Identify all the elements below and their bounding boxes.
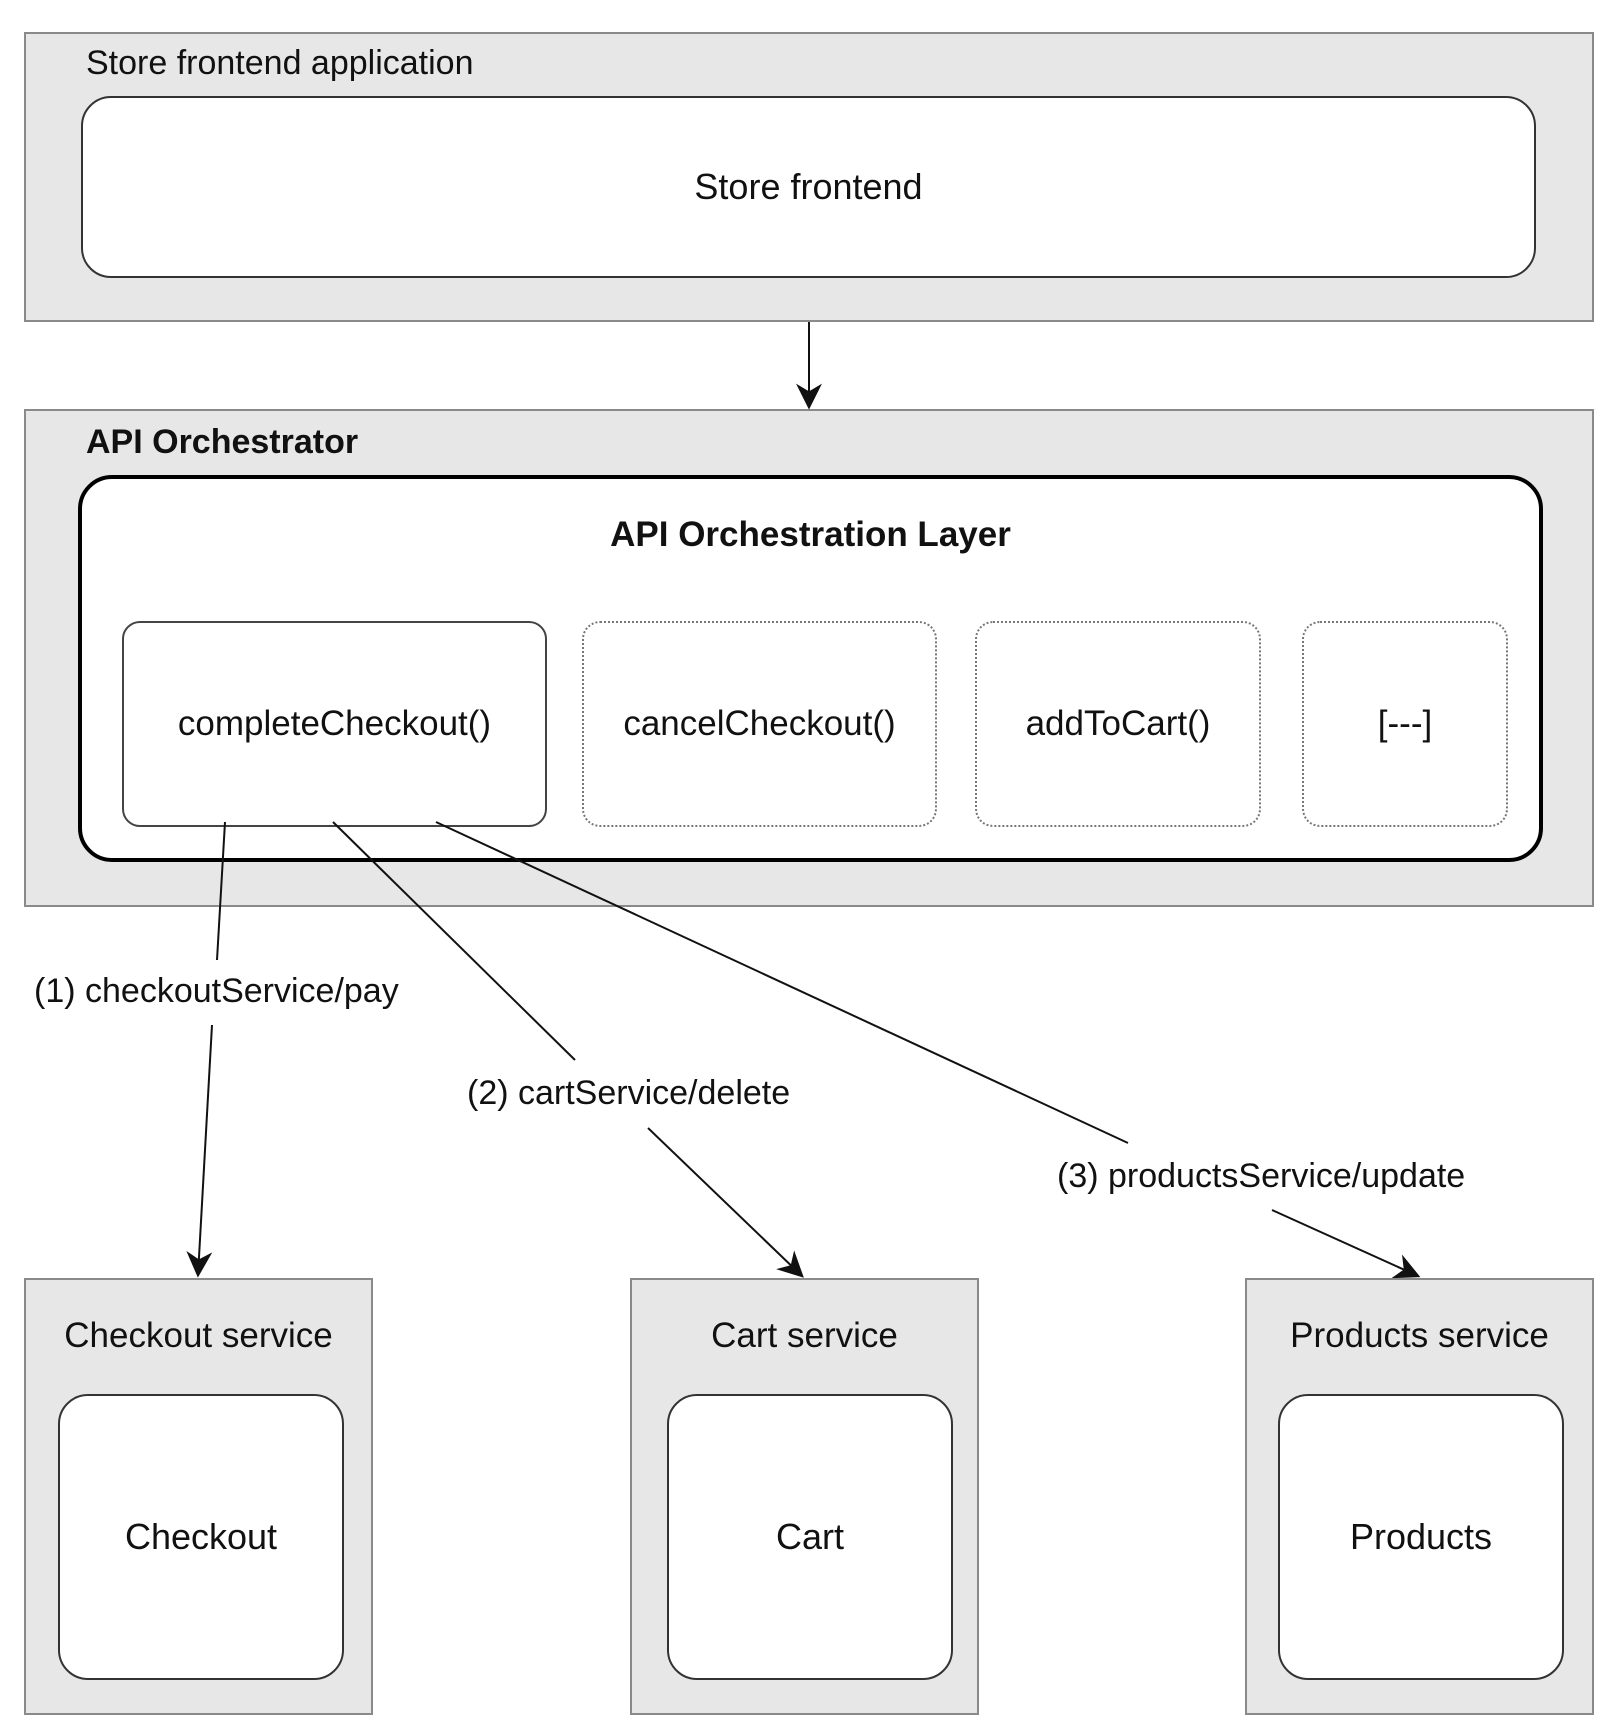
store-frontend-box: Store frontend: [81, 96, 1536, 278]
function-complete-checkout: completeCheckout(): [122, 621, 547, 827]
products-box: Products: [1278, 1394, 1564, 1680]
cart-service-container: Cart service Cart: [630, 1278, 979, 1715]
orchestrator-container-label: API Orchestrator: [86, 423, 359, 461]
call-3-label: (3) productsService/update: [1057, 1157, 1466, 1196]
function-more-placeholder: [---]: [1302, 621, 1508, 827]
orchestrator-container: API Orchestrator API Orchestration Layer…: [24, 409, 1594, 907]
call-2-label: (2) cartService/delete: [467, 1074, 791, 1113]
call-2-line-upper: [332, 821, 576, 1061]
function-add-to-cart: addToCart(): [975, 621, 1261, 827]
checkout-service-label: Checkout service: [64, 1316, 333, 1355]
cart-service-label: Cart service: [711, 1316, 898, 1355]
orchestration-layer-label: API Orchestration Layer: [610, 515, 1011, 554]
cart-box: Cart: [667, 1394, 953, 1680]
frontend-container-label: Store frontend application: [86, 44, 474, 82]
products-service-label: Products service: [1290, 1316, 1549, 1355]
call-1-label: (1) checkoutService/pay: [34, 972, 399, 1011]
function-cancel-checkout: cancelCheckout(): [582, 621, 937, 827]
products-service-container: Products service Products: [1245, 1278, 1594, 1715]
frontend-container: Store frontend application Store fronten…: [24, 32, 1594, 322]
checkout-box: Checkout: [58, 1394, 344, 1680]
call-2-line-lower: [647, 1127, 804, 1278]
orchestration-layer: API Orchestration Layer completeCheckout…: [78, 475, 1543, 862]
call-3-line-lower: [1271, 1209, 1421, 1279]
call-3-line-upper: [435, 821, 1129, 1144]
call-1-line-upper: [216, 821, 226, 961]
checkout-service-container: Checkout service Checkout: [24, 1278, 373, 1715]
call-1-line-lower: [186, 1024, 213, 1278]
